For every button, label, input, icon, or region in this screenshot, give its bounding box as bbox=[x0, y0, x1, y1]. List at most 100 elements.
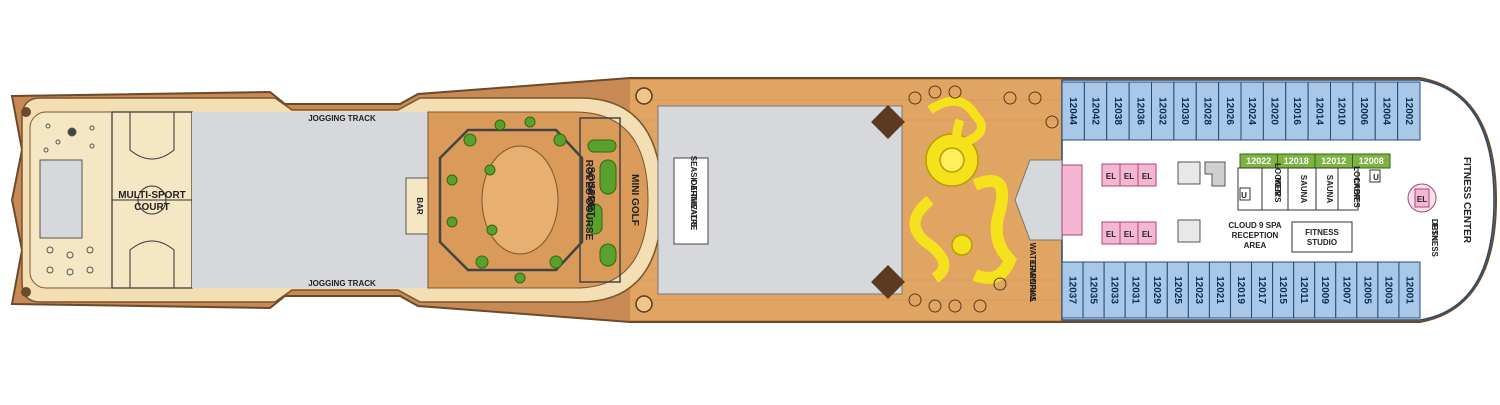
spa-rooms bbox=[1237, 167, 1381, 253]
cabin-top-number: 12028 bbox=[1201, 97, 1212, 125]
fitness-desk-label-line1: FITNESS bbox=[1430, 223, 1439, 257]
cabin-bottom-number: 12003 bbox=[1382, 276, 1393, 304]
spa-suite-number: 12008 bbox=[1359, 156, 1384, 166]
waterworks-label-line1: CARNIVAL bbox=[1028, 262, 1037, 303]
sport-square-label-line2: SQUARE bbox=[585, 167, 596, 210]
cabin-bottom-number: 12023 bbox=[1193, 276, 1204, 304]
waterworks-label-line2: WATERWORKS bbox=[1028, 243, 1037, 302]
cabin-bottom-number: 12021 bbox=[1214, 276, 1225, 304]
sport-pad bbox=[39, 159, 83, 239]
sport-square-circle bbox=[481, 145, 559, 255]
cabin-row-bottom: 12037 12035 12033 12031 12029 12025 12023 12021… bbox=[1061, 261, 1421, 319]
deck-chairs bbox=[908, 85, 1059, 313]
multi-sport-label-line1: MULTI-SPORT bbox=[118, 190, 186, 201]
fitness-center-label: FITNESS CENTER bbox=[1461, 157, 1472, 244]
jogging-track-bottom-label: JOGGING TRACK bbox=[308, 279, 376, 288]
cabin-bottom-number: 12037 bbox=[1067, 276, 1078, 304]
mini-golf-frame bbox=[579, 117, 621, 283]
cabin-top-number: 12030 bbox=[1179, 97, 1190, 125]
multi-sport-label-line2: COURT bbox=[134, 202, 170, 213]
sauna-label-1: SAUNA bbox=[1299, 175, 1308, 204]
cabin-top-box bbox=[1397, 81, 1421, 141]
cabin-top-number: 12044 bbox=[1067, 97, 1078, 125]
cabin-top-number: 12026 bbox=[1224, 97, 1235, 125]
fitness-elevator bbox=[1407, 183, 1437, 213]
waterworks-slides bbox=[909, 96, 1018, 284]
elevator-label-6: EL bbox=[1142, 230, 1152, 239]
seaside-theatre-label-line1: CARNIVAL'S bbox=[689, 179, 698, 228]
spa-reception-label-line1: CLOUD 9 SPA bbox=[1228, 221, 1281, 230]
fitness-elevator-label: EL bbox=[1417, 195, 1427, 204]
seaside-theatre-label-line2: SEASIDE THEATRE bbox=[689, 156, 698, 231]
spa-suite-number: 12022 bbox=[1246, 156, 1271, 166]
forward-connector bbox=[1014, 159, 1063, 241]
cabin-bottom-number: 12007 bbox=[1340, 276, 1351, 304]
deck-light-icon bbox=[635, 87, 653, 105]
cabin-top-number: 12004 bbox=[1380, 97, 1391, 125]
fitness-studio-label-line1: FITNESS bbox=[1305, 228, 1339, 237]
stairwells bbox=[1177, 161, 1226, 243]
elevator-label-5: EL bbox=[1124, 230, 1134, 239]
cabin-bottom-number: 12011 bbox=[1298, 276, 1309, 304]
fitness-desk-label-line2: DESK bbox=[1430, 219, 1439, 241]
cabin-bottom-number: 12033 bbox=[1109, 276, 1120, 304]
elevator-shafts bbox=[1101, 163, 1157, 245]
spa-reception-label-line3: AREA bbox=[1244, 241, 1267, 250]
cabin-bottom-number: 12015 bbox=[1277, 276, 1288, 304]
cabin-top-number: 12042 bbox=[1090, 97, 1101, 125]
jogging-track-top-label: JOGGING TRACK bbox=[308, 114, 376, 123]
cabin-bottom-number: 12029 bbox=[1151, 276, 1162, 304]
aft-marker-icon bbox=[21, 107, 31, 117]
bar-label: BAR bbox=[415, 197, 424, 215]
sauna-label-2: SAUNA bbox=[1325, 175, 1334, 204]
cabin-top-number: 12024 bbox=[1246, 97, 1257, 125]
green-features bbox=[446, 116, 567, 284]
spa-suite-number: 12012 bbox=[1321, 156, 1346, 166]
outdoor-fitness-icons bbox=[43, 123, 95, 276]
open-area-aft bbox=[192, 112, 428, 288]
elevator-label-4: EL bbox=[1106, 230, 1116, 239]
ladies-locker-label-line2: LOCKER bbox=[1352, 166, 1361, 200]
spa-suite-box bbox=[1352, 153, 1391, 169]
sport-square-label-line1: SPORT bbox=[585, 183, 596, 217]
cabin-top-number: 12006 bbox=[1358, 97, 1369, 125]
cabin-top-number: 12032 bbox=[1157, 97, 1168, 125]
cabin-top-number: 12016 bbox=[1291, 97, 1302, 125]
cabin-bottom-number: 12001 bbox=[1403, 276, 1414, 304]
cabin-bottom-box bbox=[1398, 261, 1421, 319]
theatre-screen-bottom bbox=[871, 265, 905, 299]
cabin-top-number: 12002 bbox=[1403, 97, 1414, 125]
ladies-locker-label-line1: LADIES bbox=[1352, 178, 1361, 208]
cabin-bottom-number: 12035 bbox=[1088, 276, 1099, 304]
cabin-bottom-number: 12017 bbox=[1256, 276, 1267, 304]
ropes-course-label: ROPES COURSE bbox=[583, 160, 594, 241]
cabin-top-number: 12036 bbox=[1134, 97, 1145, 125]
cabin-top-number: 12038 bbox=[1112, 97, 1123, 125]
deck-light-icon-2 bbox=[635, 295, 653, 313]
spa-suite-number: 12018 bbox=[1284, 156, 1309, 166]
cabin-bottom-number: 12019 bbox=[1235, 276, 1246, 304]
cabin-top-number: 12014 bbox=[1313, 97, 1324, 125]
mini-golf-label: MINI GOLF bbox=[629, 174, 640, 226]
cabin-bottom-number: 12025 bbox=[1172, 276, 1183, 304]
aft-marker-icon-2 bbox=[21, 287, 31, 297]
cabin-bottom-number: 12005 bbox=[1361, 276, 1372, 304]
fitness-studio-label-line2: STUDIO bbox=[1307, 238, 1337, 247]
cabin-row-top: 12044 12042 12038 12036 12032 12030 12028 12026… bbox=[1061, 81, 1421, 141]
stairs-marker-1: U bbox=[1241, 191, 1247, 200]
cabin-top-number: 12020 bbox=[1269, 97, 1280, 125]
mini-golf-greens bbox=[587, 139, 617, 267]
cabin-top-number: 12010 bbox=[1336, 97, 1347, 125]
cabin-bottom-number: 12031 bbox=[1130, 276, 1141, 304]
stairs-marker-2: U bbox=[1373, 173, 1379, 182]
mens-locker-label-line1: MEN'S bbox=[1273, 177, 1282, 203]
elevator-bank-pink bbox=[1061, 164, 1083, 236]
mens-locker-label-line2: LOCKER bbox=[1273, 163, 1282, 197]
elevator-label-1: EL bbox=[1106, 172, 1116, 181]
theatre-screen bbox=[673, 157, 709, 245]
elevator-label-2: EL bbox=[1124, 172, 1134, 181]
cabin-bottom-number: 12009 bbox=[1319, 276, 1330, 304]
spa-reception-label-line2: RECEPTION bbox=[1232, 231, 1279, 240]
